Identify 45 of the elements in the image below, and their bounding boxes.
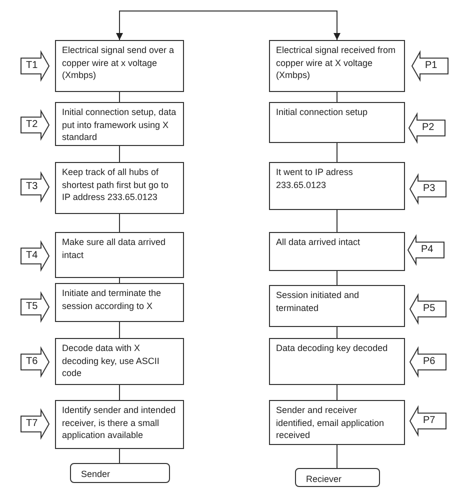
process-box: Electrical signal send over a copper wire at x voltage (Xmbps) <box>55 40 184 92</box>
arrow-label: P3 <box>423 182 436 196</box>
terminal-box: Sender <box>70 463 170 483</box>
process-box: Sender and receiver identified, email application received <box>269 400 405 445</box>
connector-line <box>119 448 120 464</box>
connector-line <box>336 142 338 162</box>
arrow-label: P7 <box>423 414 436 428</box>
arrow-label: T7 <box>26 418 38 430</box>
process-box: All data arrived intact <box>269 232 405 271</box>
connector-line <box>336 384 338 400</box>
process-box: Initial connection setup, data put into framework using X standard <box>55 102 184 146</box>
arrow <box>116 10 340 40</box>
process-box: Initial connection setup <box>269 102 405 143</box>
connector-line <box>119 214 120 232</box>
arrow-label: P6 <box>423 356 436 368</box>
connector-line <box>336 444 338 468</box>
arrow-label: T3 <box>26 180 38 194</box>
process-box: Decode data with X decoding key, use ASCII code <box>55 338 184 385</box>
arrow-label: T1 <box>26 60 38 72</box>
arrow-label: T4 <box>26 250 38 262</box>
connector-line <box>119 322 120 338</box>
connector-line <box>119 384 120 400</box>
process-box: Session initiated and terminated <box>269 285 405 327</box>
connector-line <box>336 326 338 338</box>
process-box: Identify sender and intended receiver, is there a small application available <box>55 400 184 449</box>
arrow-label: P5 <box>423 302 436 316</box>
connector-line <box>336 92 338 102</box>
arrow-label: P2 <box>422 122 434 134</box>
arrow-label: P1 <box>425 60 438 72</box>
terminal-box: Reciever <box>295 468 380 487</box>
process-box: Initiate and terminate the session according to X <box>55 283 184 322</box>
connector-line <box>119 278 120 284</box>
process-box: Keep track of all hubs of shortest path first but go to IP address 233.65.0123 <box>55 162 184 214</box>
connector-line <box>119 92 120 102</box>
connector-line <box>336 210 338 232</box>
arrow-label: P4 <box>421 244 434 256</box>
arrow-label: T6 <box>26 356 38 368</box>
process-box: It went to IP adress 233.65.0123 <box>269 162 405 210</box>
arrow-label: T2 <box>26 118 38 132</box>
arrow-label: T5 <box>26 300 38 314</box>
connector-line <box>119 146 120 162</box>
process-box: Data decoding key decoded <box>269 338 405 385</box>
process-box: Electrical signal received from copper wire at X voltage (Xmbps) <box>269 40 405 92</box>
process-box: Make sure all data arrived intact <box>55 232 184 278</box>
connector-line <box>336 270 338 286</box>
